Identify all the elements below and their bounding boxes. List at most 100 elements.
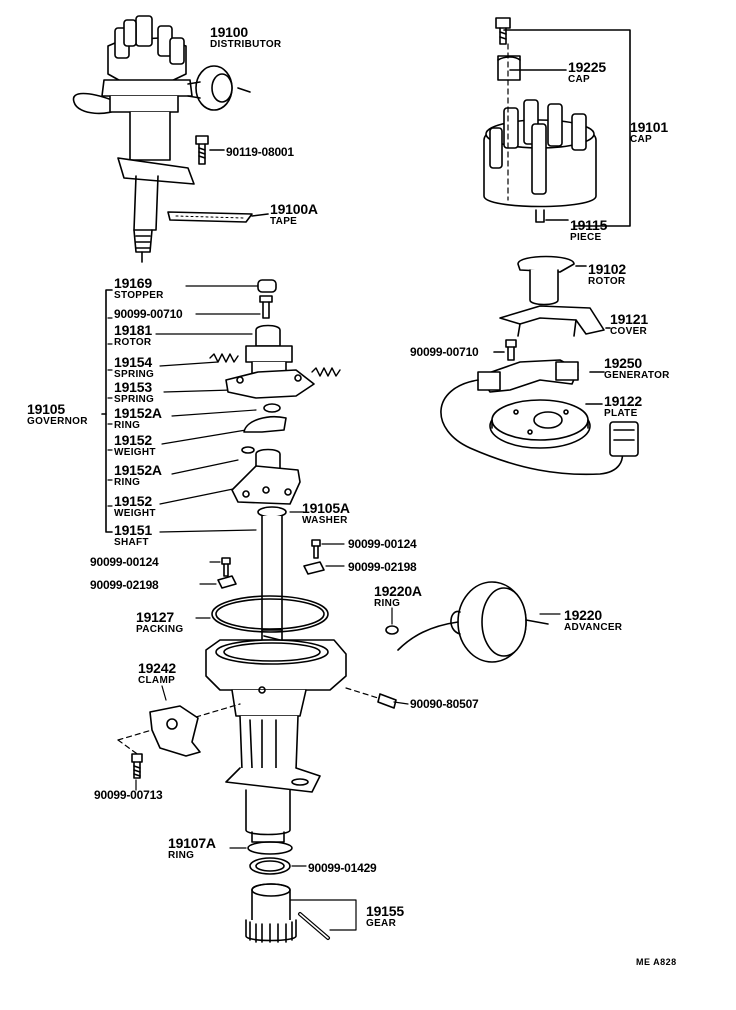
cap-assembly xyxy=(484,18,596,222)
part-number: 19107A xyxy=(168,835,216,851)
part-number: 19121 xyxy=(610,311,648,327)
part-number: 19220A xyxy=(374,583,422,599)
part-number: 19152 xyxy=(114,432,152,448)
part-number: 19115 xyxy=(570,217,608,233)
ring-19220A xyxy=(386,626,398,634)
part-number: 19169 xyxy=(114,275,152,291)
part-name: PACKING xyxy=(136,624,184,635)
bolt-90119-08001 xyxy=(196,136,224,164)
part-name: SPRING xyxy=(114,369,155,380)
spring-19154 xyxy=(210,354,238,362)
stopper-19169 xyxy=(258,280,276,292)
governor-plate xyxy=(226,370,314,398)
part-number: 19225 xyxy=(568,59,606,75)
part-name: WEIGHT xyxy=(114,508,156,519)
part-name: WEIGHT xyxy=(114,447,156,458)
screw-90099-00124-left xyxy=(210,558,230,576)
part-number: 19153 xyxy=(114,379,152,395)
part-name: SHAFT xyxy=(114,537,149,548)
governor-base xyxy=(232,450,300,505)
gear-19155 xyxy=(246,884,328,942)
part-name: PIECE xyxy=(570,232,602,243)
part-name: GOVERNOR xyxy=(27,416,88,427)
part-name: CAP xyxy=(568,74,591,85)
part-name: STOPPER xyxy=(114,290,164,301)
screw-90099-00710-right xyxy=(494,340,516,360)
part-name: SPRING xyxy=(114,394,155,405)
part-name: ROTOR xyxy=(114,337,152,348)
part-number: 19152A xyxy=(114,405,162,421)
part-number: 19152 xyxy=(114,493,152,509)
distributor-assembly xyxy=(73,16,250,262)
label-90099-00124-left: 90099-00124 xyxy=(90,555,159,569)
weight-19152-upper xyxy=(244,417,286,432)
part-number: 19242 xyxy=(138,660,176,676)
cover-19121 xyxy=(500,306,610,336)
plate-19122 xyxy=(490,400,602,448)
part-number: 19100 xyxy=(210,24,248,40)
shaft-19151 xyxy=(262,516,282,630)
part-name: PLATE xyxy=(604,408,638,419)
part-name: TAPE xyxy=(270,216,298,227)
rotor-19102 xyxy=(518,257,586,305)
part-number: 19101 xyxy=(630,119,668,135)
ring-90099-01429 xyxy=(250,858,290,874)
part-number: 19181 xyxy=(114,322,152,338)
clamp-19242 xyxy=(150,686,200,756)
packing-19127 xyxy=(212,596,328,632)
rotor-19181 xyxy=(246,326,292,377)
washer-90099-02198-left xyxy=(218,576,236,588)
label-90099-00710-left: 90099-00710 xyxy=(114,307,183,321)
part-name: ROTOR xyxy=(588,276,626,287)
label-90099-01429: 90099-01429 xyxy=(308,861,377,875)
label-90099-00124-right: 90099-00124 xyxy=(348,537,417,551)
reference-code: ME A828 xyxy=(636,957,677,967)
part-number: 19127 xyxy=(136,609,174,625)
washer-90099-02198-right xyxy=(304,562,324,574)
bolt-90090-80507 xyxy=(346,688,408,708)
screw-90099-00124-right xyxy=(312,540,344,558)
part-name: GEAR xyxy=(366,918,397,929)
distributor-housing xyxy=(206,640,346,842)
part-number: 19152A xyxy=(114,462,162,478)
part-number: 19220 xyxy=(564,607,602,623)
generator-19250 xyxy=(441,360,638,474)
part-number: 19100A xyxy=(270,201,318,217)
label-90099-02198-left: 90099-02198 xyxy=(90,578,159,592)
label-90099-00713: 90099-00713 xyxy=(94,788,163,802)
part-name: CAP xyxy=(630,134,653,145)
cap-bracket-line xyxy=(504,30,630,226)
screw-90099-00713 xyxy=(132,754,142,790)
part-name: RING xyxy=(114,420,141,431)
part-number: 19250 xyxy=(604,355,642,371)
part-number: 19105 xyxy=(27,401,65,417)
part-name: RING xyxy=(114,477,141,488)
label-90119-08001: 90119-08001 xyxy=(226,145,294,159)
part-number: 19122 xyxy=(604,393,642,409)
part-name: COVER xyxy=(610,326,648,337)
part-name: RING xyxy=(168,850,195,861)
part-name: GENERATOR xyxy=(604,370,670,381)
tape-19100A xyxy=(168,212,252,222)
